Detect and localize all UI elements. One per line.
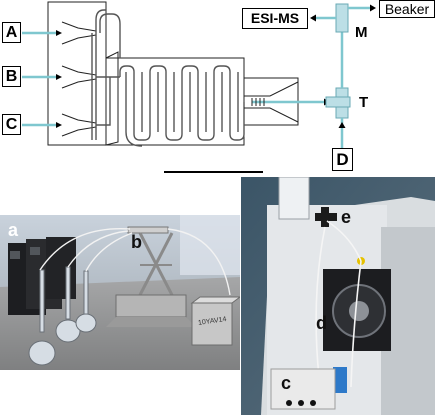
destination-esi-ms: ESI-MS [242,8,308,29]
photo-label-a: a [8,220,19,240]
photo-label-e: e [341,207,352,227]
microfluidic-schematic [22,1,376,173]
funnels [61,21,97,137]
mixer-tee [315,207,337,227]
serpentine-channel [119,65,245,141]
junction-label-m: M [355,24,368,41]
inlet-channels [22,31,58,127]
inlet-label-b: B [2,66,21,87]
chip-stand [106,226,196,327]
flasks [28,266,97,366]
inlet-arrows [56,30,62,128]
photo-label-d: d [316,313,327,333]
junction-label-t: T [359,94,369,111]
left-photo [0,215,240,370]
m-junction [335,3,349,33]
waste-box [190,296,240,346]
outlet-funnel [244,81,299,123]
photo-label-b: b [131,232,142,252]
collecting-channels [91,9,121,140]
inlet-label-c: C [2,114,21,135]
outlet-label-d: D [332,148,353,171]
right-photo [241,177,435,415]
beaker [278,177,310,220]
inlet-label-a: A [2,22,21,43]
destination-beaker: Beaker [379,0,435,18]
photo-label-c: c [281,373,292,393]
